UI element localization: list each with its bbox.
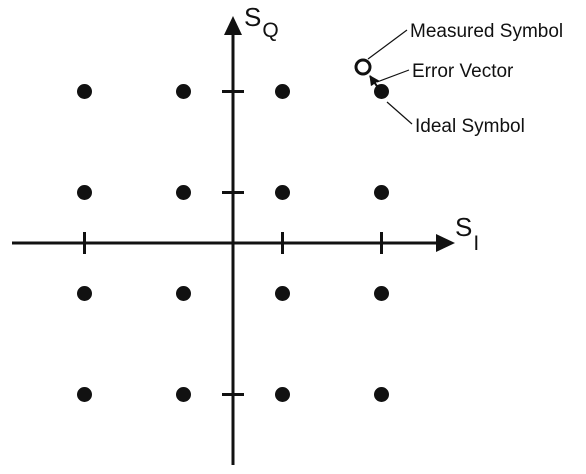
measured-symbol-label: Measured Symbol	[410, 21, 563, 42]
measured-symbol	[354, 58, 372, 76]
ideal-leader-line	[386, 101, 413, 125]
ideal-symbol-point	[275, 387, 290, 402]
ideal-symbol-point	[275, 286, 290, 301]
ideal-symbol-point	[176, 387, 191, 402]
ideal-symbol-point	[176, 84, 191, 99]
ideal-symbol-point	[176, 286, 191, 301]
ideal-symbol-point	[275, 185, 290, 200]
measured-leader-line	[367, 29, 408, 60]
ideal-symbol-point	[374, 286, 389, 301]
ideal-symbol-point	[77, 84, 92, 99]
ideal-symbol-point	[374, 185, 389, 200]
ideal-symbol-point	[77, 286, 92, 301]
ideal-symbol-point	[275, 84, 290, 99]
ideal-symbol-point	[176, 185, 191, 200]
i-axis-label: SI	[455, 212, 479, 255]
ideal-symbol-label: Ideal Symbol	[415, 116, 525, 137]
q-axis-arrowhead	[224, 16, 242, 35]
ideal-symbol-point	[374, 387, 389, 402]
error-vector	[369, 75, 384, 96]
axis-ticks	[83, 90, 383, 396]
ideal-symbol-point	[77, 387, 92, 402]
q-axis-label: SQ	[244, 2, 279, 42]
ideal-symbol-point	[77, 185, 92, 200]
error-vector-label: Error Vector	[412, 61, 514, 82]
i-axis-arrowhead	[436, 234, 455, 252]
error-leader-line	[376, 69, 410, 83]
